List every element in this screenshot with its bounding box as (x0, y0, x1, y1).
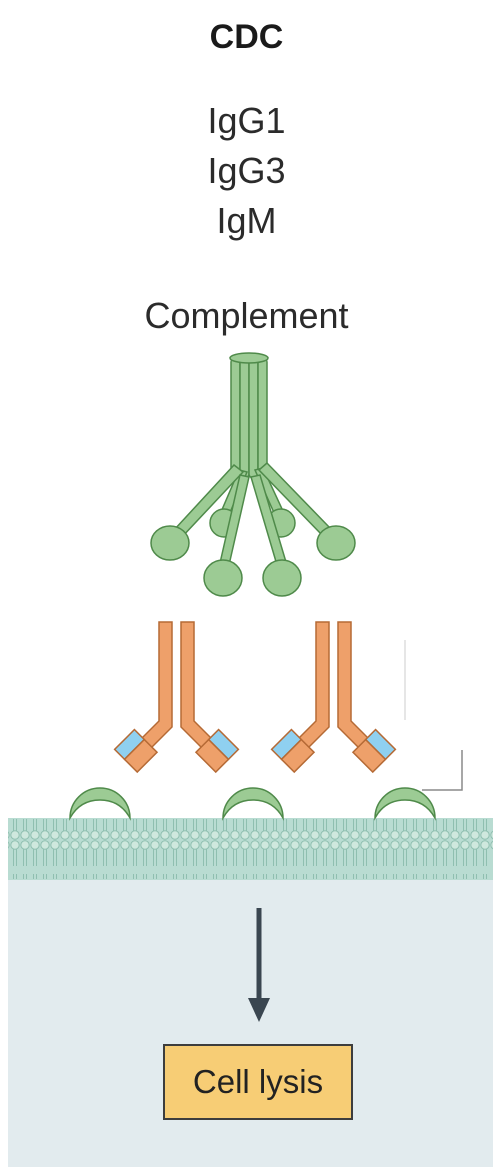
cell-lysis-box: Cell lysis (163, 1044, 353, 1120)
antibody-right (272, 622, 396, 772)
callout-line-antigen (422, 750, 462, 790)
antibody-left (115, 622, 239, 772)
antigen-1 (70, 788, 130, 818)
cytoplasm (8, 880, 493, 1167)
lipid-bilayer (8, 819, 493, 879)
complement-complex (151, 353, 355, 596)
antigen-3 (375, 788, 435, 818)
antigens (70, 788, 435, 818)
antigen-2 (223, 788, 283, 818)
